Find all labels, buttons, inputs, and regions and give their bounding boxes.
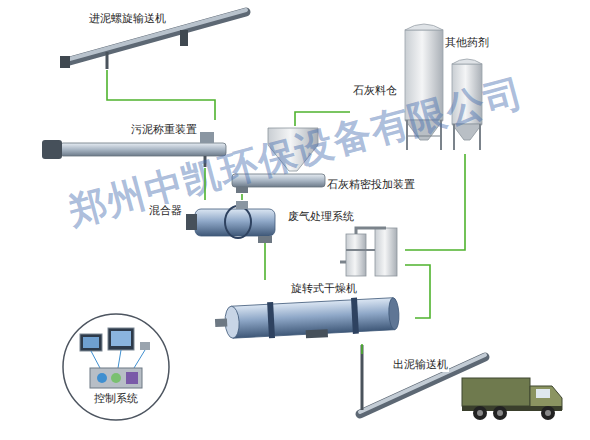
feed-screw-conveyor: [60, 10, 246, 69]
pipe-connector: [242, 194, 243, 200]
pipe-connector: [205, 168, 206, 200]
pipe-connector: [107, 70, 215, 120]
pipe-connector: [405, 265, 430, 318]
equipment-label: 废气处理系统: [287, 210, 355, 224]
pipe-connector: [265, 243, 266, 280]
exhaust-treatment: [340, 228, 397, 276]
connector-line: [405, 154, 465, 250]
connector-line: [405, 265, 430, 318]
lime-feeder-node: 石灰精密投加装置: [228, 126, 428, 194]
truck: [462, 378, 562, 420]
connector-line: [295, 112, 350, 126]
pipe-connector: [362, 344, 363, 354]
mixer-node: 混合器: [146, 200, 278, 243]
equipment-label: 出泥输送机: [392, 358, 449, 372]
dryer-node: 旋转式干燥机: [210, 280, 415, 344]
equipment-label: 旋转式干燥机: [290, 282, 358, 296]
feed-conveyor-node: 进泥螺旋输送机: [60, 8, 250, 70]
equipment-label: 石灰精密投加装置: [326, 178, 416, 192]
chemical-silo-node: 其他药剂: [444, 34, 496, 154]
connector-line: [107, 70, 215, 120]
discharge-node: 出泥输送机: [352, 354, 487, 419]
equipment-label: 其他药剂: [444, 36, 490, 50]
pipe-connector: [295, 112, 350, 126]
pipe-connector: [405, 154, 465, 250]
control-system-node: 控制系统: [60, 312, 172, 422]
mixer: [186, 201, 275, 243]
weighing-node: 污泥称重装置: [40, 120, 235, 168]
connector-line: [241, 194, 243, 200]
equipment-label: 控制系统: [93, 392, 139, 406]
connector-line: [361, 344, 363, 354]
connector-line: [204, 168, 206, 200]
lime-silo-node: 石灰料仓: [350, 18, 442, 155]
equipment-label: 石灰料仓: [352, 84, 398, 98]
connector-line: [264, 243, 266, 280]
weighing-conveyor: [42, 132, 226, 167]
exhaust-node: 废气处理系统: [285, 208, 405, 278]
equipment-label: 进泥螺旋输送机: [88, 12, 167, 26]
rotary-dryer: [214, 295, 400, 343]
equipment-label: 混合器: [148, 204, 183, 218]
lime-feeder: [232, 128, 325, 193]
equipment-label: 污泥称重装置: [130, 123, 198, 137]
